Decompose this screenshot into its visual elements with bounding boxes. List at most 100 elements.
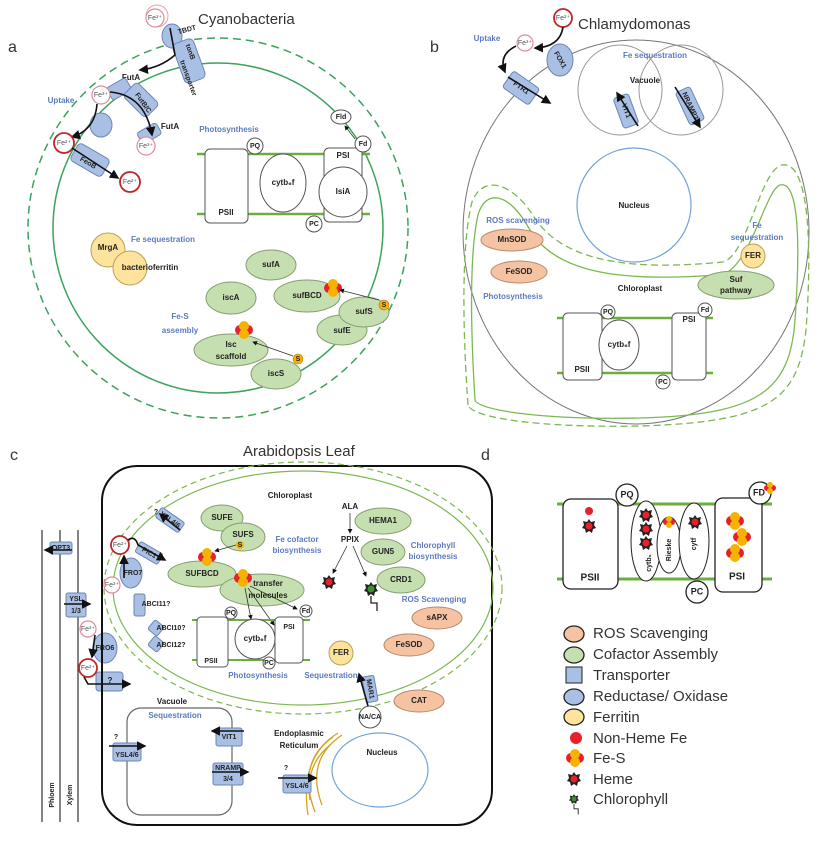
svg-text:Nucleus: Nucleus bbox=[366, 748, 398, 757]
svg-text:FutA: FutA bbox=[161, 122, 179, 131]
ysl46-transporter bbox=[112, 742, 142, 762]
sulfur-icon bbox=[378, 299, 390, 311]
reductase bbox=[89, 112, 113, 138]
svg-text:MnSOD: MnSOD bbox=[498, 235, 527, 244]
blue-square-icon bbox=[565, 666, 583, 684]
panel-title: Arabidopsis Leaf bbox=[243, 443, 356, 460]
panel-d: PSII cytb₆ Rieske cytf PSI PQ PC FD ROS … bbox=[557, 481, 776, 815]
legend-item-ferritin: Ferritin bbox=[563, 708, 640, 726]
psi bbox=[274, 616, 304, 664]
panel-title: Cyanobacteria bbox=[198, 11, 295, 28]
fe3-ion bbox=[516, 34, 534, 52]
svg-text:PSII: PSII bbox=[218, 208, 233, 217]
green-ellipse-icon bbox=[563, 646, 585, 664]
svg-text:Sequestration: Sequestration bbox=[148, 711, 201, 720]
svg-text:S: S bbox=[382, 302, 387, 309]
svg-text:S: S bbox=[296, 356, 301, 363]
fox1 bbox=[546, 43, 574, 77]
fe-s-cluster-icon bbox=[566, 749, 584, 767]
svg-text:FRO6: FRO6 bbox=[96, 645, 115, 652]
cytf bbox=[678, 502, 710, 580]
svg-text:sequestration: sequestration bbox=[731, 233, 784, 242]
gun5 bbox=[360, 538, 406, 566]
legend-item-reductase: Reductase/ Oxidase bbox=[563, 688, 728, 706]
svg-text:transfer: transfer bbox=[253, 579, 283, 588]
endoplasmic-reticulum bbox=[305, 732, 343, 816]
svg-text:assembly: assembly bbox=[162, 326, 199, 335]
panel-letter: d bbox=[481, 447, 490, 464]
svg-text:Fd: Fd bbox=[359, 141, 368, 148]
svg-text:PC: PC bbox=[309, 221, 319, 228]
sufs bbox=[338, 296, 390, 328]
fd bbox=[299, 604, 313, 618]
vit1-transporter bbox=[215, 727, 243, 747]
svg-text:PSII: PSII bbox=[581, 573, 600, 584]
svg-text:SUFBCD: SUFBCD bbox=[185, 569, 219, 578]
svg-text:FRO7: FRO7 bbox=[124, 570, 143, 577]
inner-membrane bbox=[52, 62, 384, 394]
pq bbox=[224, 606, 238, 620]
svg-text:Fe: Fe bbox=[752, 221, 762, 230]
svg-text:cytb₆f: cytb₆f bbox=[608, 340, 631, 349]
hema1 bbox=[354, 507, 412, 535]
svg-text:Fe³⁺: Fe³⁺ bbox=[139, 143, 154, 150]
xylem-label: Xylem bbox=[67, 785, 74, 806]
fd bbox=[354, 135, 372, 153]
svg-text:IsiA: IsiA bbox=[336, 187, 351, 196]
svg-text:Fe³⁺: Fe³⁺ bbox=[148, 15, 163, 22]
svg-text:PC: PC bbox=[691, 586, 704, 596]
sulfur-icon bbox=[292, 353, 304, 365]
svg-text:PSII: PSII bbox=[574, 365, 589, 374]
svg-text:PC: PC bbox=[264, 660, 274, 667]
svg-text:PSII: PSII bbox=[204, 658, 217, 665]
svg-text:pathway: pathway bbox=[720, 286, 753, 295]
panel-letter: c bbox=[10, 447, 18, 464]
svg-text:Fe sequestration: Fe sequestration bbox=[131, 235, 195, 244]
svg-text:VIT1: VIT1 bbox=[620, 103, 632, 119]
outer-membrane bbox=[27, 37, 409, 419]
fd bbox=[697, 302, 713, 318]
svg-text:Non-Heme Fe: Non-Heme Fe bbox=[593, 730, 687, 747]
svg-text:YSL: YSL bbox=[69, 596, 83, 603]
svg-text:ALA: ALA bbox=[342, 502, 359, 511]
svg-text:ABCI11?: ABCI11? bbox=[142, 601, 171, 608]
svg-text:Ferritin: Ferritin bbox=[593, 709, 640, 726]
legend-item-heme: Heme bbox=[567, 771, 633, 788]
svg-text:Fe²⁺: Fe²⁺ bbox=[123, 179, 138, 186]
tonb-transporter bbox=[172, 38, 206, 84]
svg-text:cytb₆f: cytb₆f bbox=[244, 634, 267, 643]
legend-item-transporter: Transporter bbox=[565, 666, 670, 684]
phloem-label: Phloem bbox=[49, 782, 56, 807]
svg-text:Photosynthesis: Photosynthesis bbox=[228, 671, 288, 680]
svg-text:FER: FER bbox=[745, 251, 761, 260]
svg-text:ABCI10?: ABCI10? bbox=[156, 625, 185, 632]
pc bbox=[655, 374, 671, 390]
svg-text:ROS Scavenging: ROS Scavenging bbox=[402, 595, 467, 604]
svg-text:Sequestration: Sequestration bbox=[304, 671, 357, 680]
svg-text:Fe sequestration: Fe sequestration bbox=[623, 51, 687, 60]
panel-b: b Chlamydomonas Fe²⁺ Fe³⁺ Uptake FOX1 FT… bbox=[430, 8, 810, 427]
svg-text:sAPX: sAPX bbox=[427, 613, 449, 622]
svg-text:bacterioferritin: bacterioferritin bbox=[122, 263, 179, 272]
cell-wall bbox=[101, 465, 493, 826]
svg-text:MAR1: MAR1 bbox=[364, 679, 374, 700]
svg-text:Fe²⁺: Fe²⁺ bbox=[556, 15, 571, 22]
svg-text:sufS: sufS bbox=[355, 307, 373, 316]
non-heme-fe-icon bbox=[585, 507, 593, 515]
panel-c: c Arabidopsis Leaf d Phloem Xylem OPT3 Y… bbox=[10, 443, 503, 826]
chlorophyll-icon bbox=[568, 793, 580, 815]
svg-text:PSI: PSI bbox=[337, 151, 350, 160]
svg-text:ROS Scavenging: ROS Scavenging bbox=[593, 625, 708, 642]
svg-text:Heme: Heme bbox=[593, 771, 633, 788]
heme-icon bbox=[322, 575, 336, 589]
svg-text:molecules: molecules bbox=[248, 591, 288, 600]
pc bbox=[305, 215, 323, 233]
svg-text:Fe²⁺: Fe²⁺ bbox=[81, 665, 96, 672]
iscs bbox=[250, 358, 302, 390]
svg-text:FeSOD: FeSOD bbox=[396, 640, 423, 649]
svg-text:Reticulum: Reticulum bbox=[280, 741, 319, 750]
svg-text:NA/CA: NA/CA bbox=[359, 714, 381, 721]
yellow-ellipse-icon bbox=[563, 708, 585, 726]
svg-text:YSL4/6: YSL4/6 bbox=[285, 783, 308, 790]
